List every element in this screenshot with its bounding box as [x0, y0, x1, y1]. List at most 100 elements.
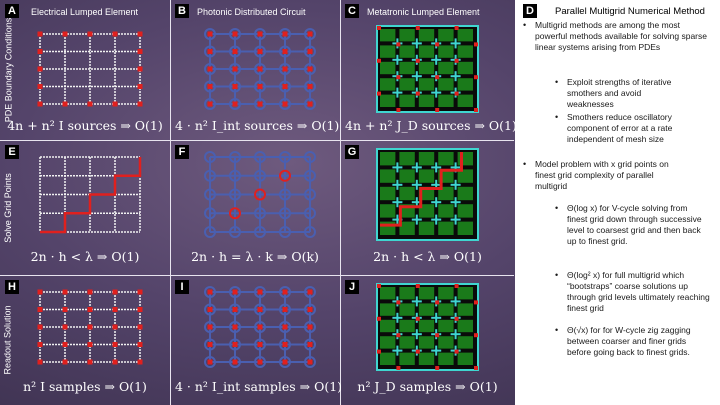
photonic-ring [229, 356, 241, 368]
metatronic-cell [457, 352, 473, 365]
metatronic-cell [418, 186, 435, 201]
photonic-ring [304, 188, 316, 201]
panel-b: B Photonic Distributed Circuit 4 · n² I_… [175, 4, 339, 138]
metatronic-source [454, 91, 459, 96]
bullet-5: • Θ(log x) for V-cycle solving from fine… [555, 203, 710, 247]
source-marker [207, 342, 213, 347]
source-marker [207, 324, 213, 330]
photonic-ring [304, 80, 316, 93]
photonic-ring [254, 321, 266, 333]
source-marker [137, 342, 143, 347]
formula-g: 2n · h < λ ⇒ O(1) [373, 249, 482, 264]
metatronic-cell [418, 169, 435, 183]
metatronic-cell [418, 319, 435, 333]
photonic-ring [279, 338, 291, 351]
photonic-ring [204, 356, 216, 368]
metatronic-cell [399, 319, 415, 333]
source-marker [207, 359, 213, 365]
source-marker [87, 324, 93, 330]
metatronic-cell [418, 29, 435, 42]
photonic-ring [229, 80, 241, 93]
source-marker [37, 324, 43, 330]
electrical-grid-diagram [37, 31, 143, 107]
bullet-dot: • [555, 270, 559, 280]
source-marker [62, 324, 68, 330]
metatronic-cell [380, 45, 396, 58]
metatronic-cell [418, 204, 435, 218]
source-marker [87, 289, 93, 295]
source-marker [37, 289, 43, 295]
metatronic-source [435, 108, 440, 112]
source-marker [112, 324, 118, 330]
photonic-ring [229, 286, 241, 298]
metatronic-cell [457, 61, 473, 75]
metatronic-cell [418, 152, 435, 166]
photonic-ring [204, 338, 216, 351]
metatronic-cell [438, 319, 454, 333]
formula-e: 2n · h < λ ⇒ O(1) [30, 249, 140, 264]
metatronic-solution-path [380, 152, 463, 227]
metatronic-cell [399, 336, 415, 349]
panel-e: E 2n · h < λ ⇒ O(1) [5, 145, 165, 273]
metatronic-source [435, 300, 440, 305]
metatronic-cell [418, 221, 435, 235]
photonic-ring [204, 98, 216, 110]
bullet-text: Exploit strengths of iterative smothers … [567, 77, 672, 109]
column-title-metatronic: Metatronic Lumped Element [367, 7, 480, 17]
formula-j: n² J_D samples ⇒ O(1) [357, 379, 498, 394]
photonic-ring [304, 207, 316, 220]
metatronic-source [377, 316, 381, 321]
metatronic-source [415, 284, 420, 288]
metatronic-cell [438, 45, 454, 58]
source-marker [282, 101, 288, 107]
metatronic-source [377, 26, 381, 30]
source-marker [257, 307, 263, 312]
photonic-ring [279, 286, 291, 298]
metatronic-cell [438, 352, 454, 365]
panel-letter-d: D [523, 4, 537, 18]
metatronic-source [474, 75, 478, 80]
photonic-ring [254, 28, 266, 40]
photonic-ring [304, 226, 316, 238]
panel-letter-c: C [345, 4, 359, 18]
metatronic-source [396, 300, 401, 305]
metatronic-source [474, 108, 478, 112]
photonic-ring [254, 338, 266, 351]
metatronic-solve-diagram [376, 148, 479, 241]
source-marker [112, 289, 118, 295]
photonic-ring [304, 151, 316, 163]
metatronic-cell [399, 186, 415, 201]
panel-letter-h: H [5, 280, 19, 294]
metatronic-cell [399, 152, 415, 166]
metatronic-cell [438, 152, 454, 166]
metatronic-cell [457, 94, 473, 107]
panel-letter-f: F [175, 145, 189, 159]
photonic-ring [204, 169, 216, 182]
metatronic-source [377, 91, 381, 96]
source-marker [282, 31, 288, 37]
metatronic-cell [457, 186, 473, 201]
source-marker [207, 289, 213, 295]
photonic-ring [279, 80, 291, 93]
source-marker [37, 84, 43, 89]
photonic-ring [304, 321, 316, 333]
metatronic-source [474, 42, 478, 47]
source-marker [232, 324, 238, 330]
electrical-readout-diagram [37, 289, 143, 365]
metatronic-source [396, 75, 401, 80]
source-marker [37, 66, 43, 72]
metatronic-cell [380, 319, 396, 333]
photonic-ring [229, 169, 241, 182]
metatronic-cell [418, 94, 435, 107]
metatronic-cell [380, 29, 396, 42]
bullet-text: Smothers reduce oscillatory component of… [567, 112, 673, 144]
metatronic-source [415, 349, 420, 354]
source-marker [112, 31, 118, 37]
bullet-text: Θ(√x) for for W-cycle zig zagging betwee… [567, 325, 691, 357]
panel-letter-e: E [5, 145, 19, 159]
metatronic-cell [399, 94, 415, 107]
source-marker [137, 359, 143, 365]
photonic-solve-diagram [204, 151, 316, 238]
source-marker [282, 307, 288, 312]
panel-f: F 2n · h = λ · k ⇒ O(k) [175, 145, 335, 273]
